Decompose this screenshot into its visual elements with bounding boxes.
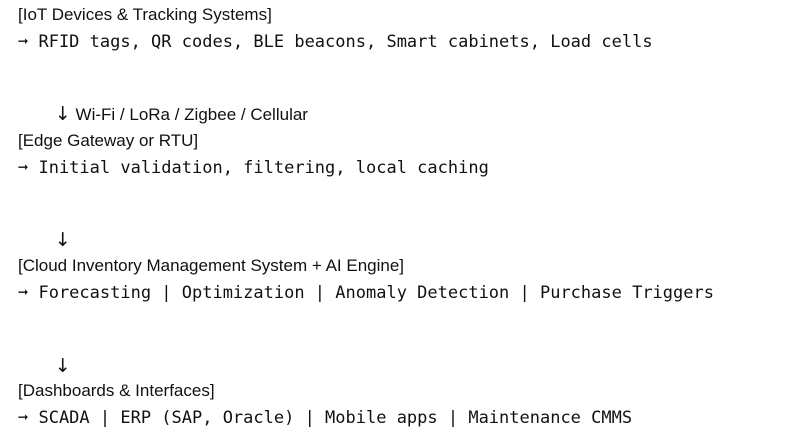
block-heading-iot-devices: [IoT Devices & Tracking Systems] [18, 5, 272, 24]
connector-label: Wi-Fi / LoRa / Zigbee / Cellular [70, 105, 308, 124]
down-arrow-icon: ↓ [54, 103, 71, 125]
connector-edge-to-cloud: ↓ [36, 207, 71, 274]
down-arrow-icon: ↓ [54, 355, 71, 377]
block-detail-dashboards: ➞ SCADA | ERP (SAP, Oracle) | Mobile app… [18, 408, 633, 428]
block-detail-edge-gateway: ➞ Initial validation, filtering, local c… [18, 158, 489, 178]
block-heading-cloud-ims: [Cloud Inventory Management System + AI … [18, 256, 405, 275]
down-arrow-icon: ↓ [54, 229, 71, 251]
connector-iot-to-edge: ↓ Wi-Fi / LoRa / Zigbee / Cellular [36, 81, 308, 148]
block-heading-edge-gateway: [Edge Gateway or RTU] [18, 131, 199, 150]
block-heading-dashboards: [Dashboards & Interfaces] [18, 381, 215, 400]
block-detail-iot-devices: ➞ RFID tags, QR codes, BLE beacons, Smar… [18, 32, 653, 52]
block-detail-cloud-ims: ➞ Forecasting | Optimization | Anomaly D… [18, 283, 714, 303]
connector-cloud-to-dashboards: ↓ [36, 333, 71, 400]
